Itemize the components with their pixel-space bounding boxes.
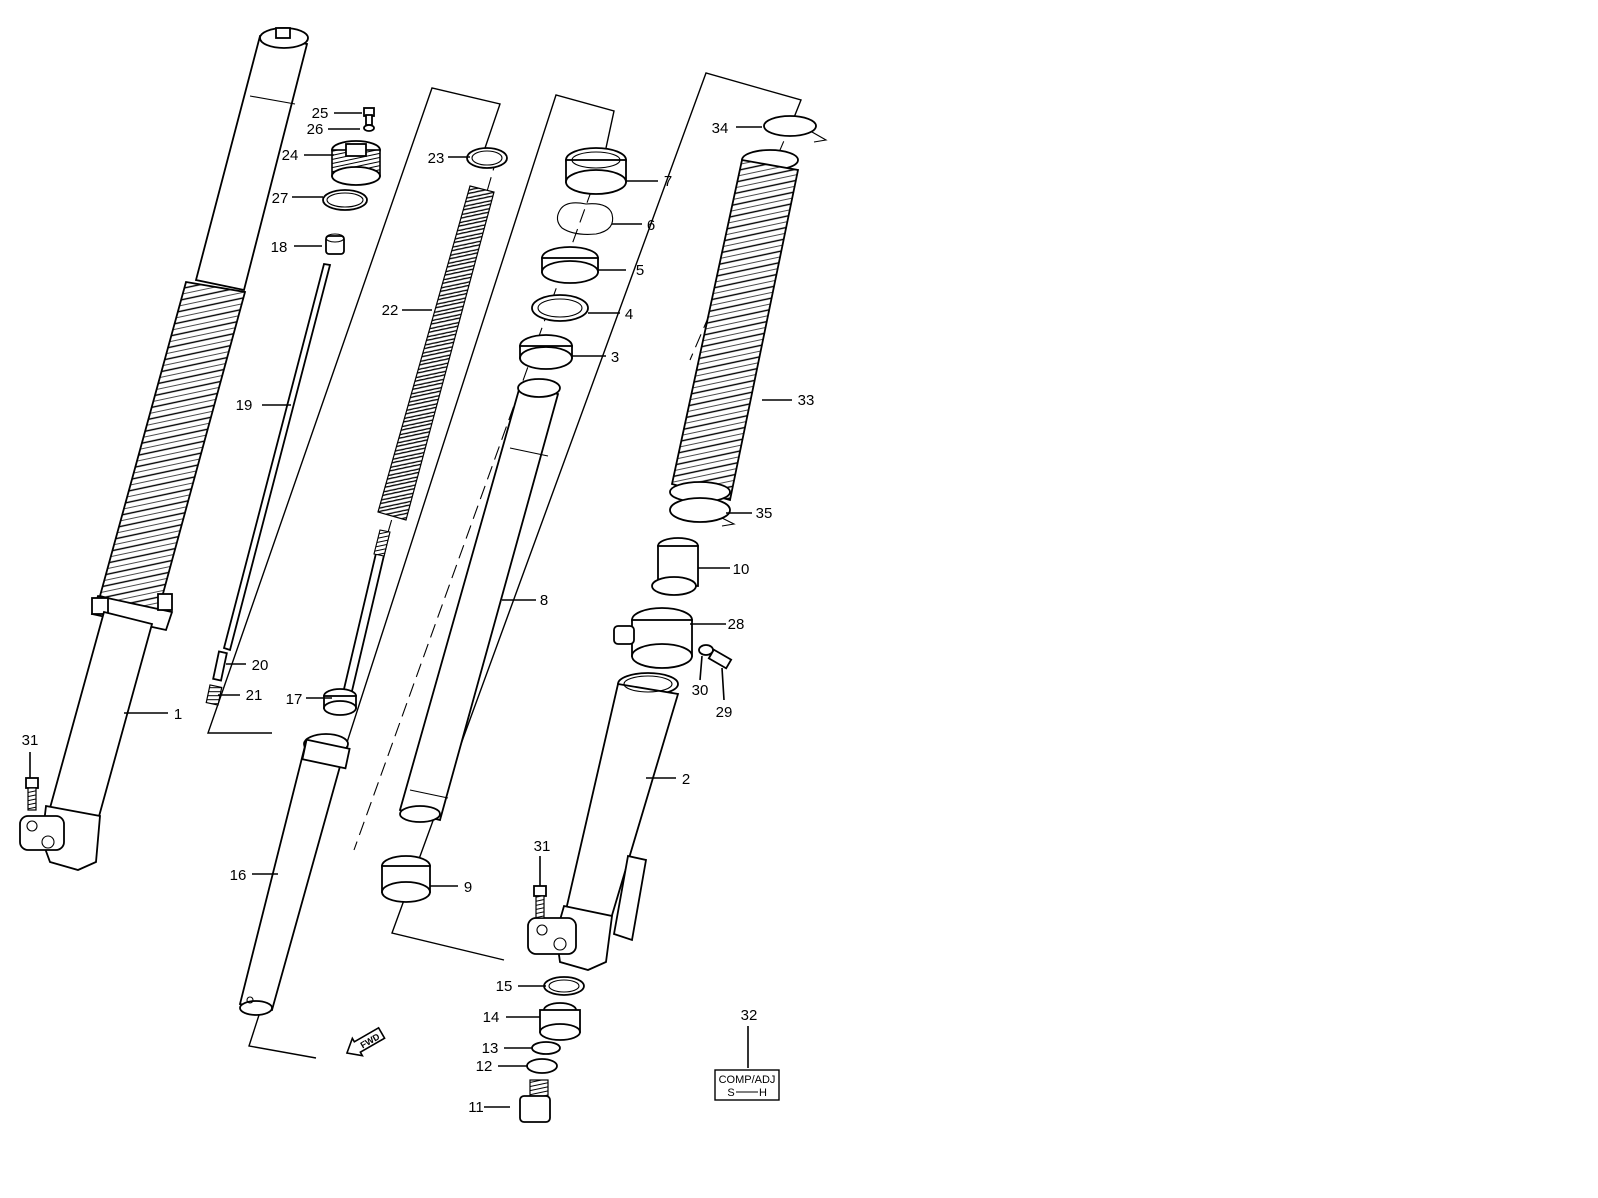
badge-line2-left: S — [727, 1087, 734, 1099]
callout-6: 6 — [647, 217, 655, 234]
leader-lines — [29, 112, 792, 1108]
callout-18: 18 — [271, 239, 288, 256]
callout-4: 4 — [625, 306, 633, 323]
badge-line1: COMP/ADJ — [719, 1074, 776, 1086]
callout-19: 19 — [236, 397, 253, 414]
part-31-bolt-left — [25, 777, 39, 811]
callout-32: 32 — [741, 1007, 758, 1024]
callout-29: 29 — [716, 704, 733, 721]
callout-11: 11 — [468, 1099, 484, 1116]
panel-c-parts — [381, 147, 627, 903]
callout-24: 24 — [282, 147, 299, 164]
panel-d-parts — [519, 115, 828, 1123]
front-direction-arrow-icon: FWD — [345, 1026, 386, 1057]
callout-10: 10 — [733, 561, 750, 578]
callout-5: 5 — [636, 262, 644, 279]
callout-30: 30 — [692, 682, 709, 699]
callout-8: 8 — [540, 592, 548, 609]
callout-22: 22 — [382, 302, 399, 319]
callout-26: 26 — [307, 121, 324, 138]
callout-33: 33 — [798, 392, 815, 409]
panel-a-parts — [205, 107, 381, 706]
callout-31-right: 31 — [534, 838, 551, 855]
callout-23: 23 — [428, 150, 445, 167]
part-1-fork-assembly — [19, 27, 309, 871]
callout-7: 7 — [664, 173, 672, 190]
callout-27: 27 — [272, 190, 289, 207]
callout-12: 12 — [476, 1058, 493, 1075]
comp-adj-badge: COMP/ADJ S H — [714, 1069, 780, 1101]
callout-20: 20 — [252, 657, 269, 674]
badge-line2-right: H — [759, 1087, 767, 1099]
callout-17: 17 — [286, 691, 303, 708]
callout-15: 15 — [496, 978, 513, 995]
callout-35: 35 — [756, 505, 773, 522]
callout-9: 9 — [464, 879, 472, 896]
callout-28: 28 — [728, 616, 745, 633]
callout-3: 3 — [611, 349, 619, 366]
callout-2: 2 — [682, 771, 690, 788]
callout-16: 16 — [230, 867, 247, 884]
callout-14: 14 — [483, 1009, 500, 1026]
panel-b-parts — [238, 147, 508, 1016]
callout-13: 13 — [482, 1040, 499, 1057]
callout-21: 21 — [246, 687, 263, 704]
callout-25: 25 — [312, 105, 329, 122]
callout-1: 1 — [174, 706, 182, 723]
callout-numbers: 1 2 3 4 5 6 7 8 9 10 11 12 13 14 15 16 1… — [22, 105, 815, 1116]
callout-34: 34 — [712, 120, 729, 137]
callout-31-left: 31 — [22, 732, 39, 749]
